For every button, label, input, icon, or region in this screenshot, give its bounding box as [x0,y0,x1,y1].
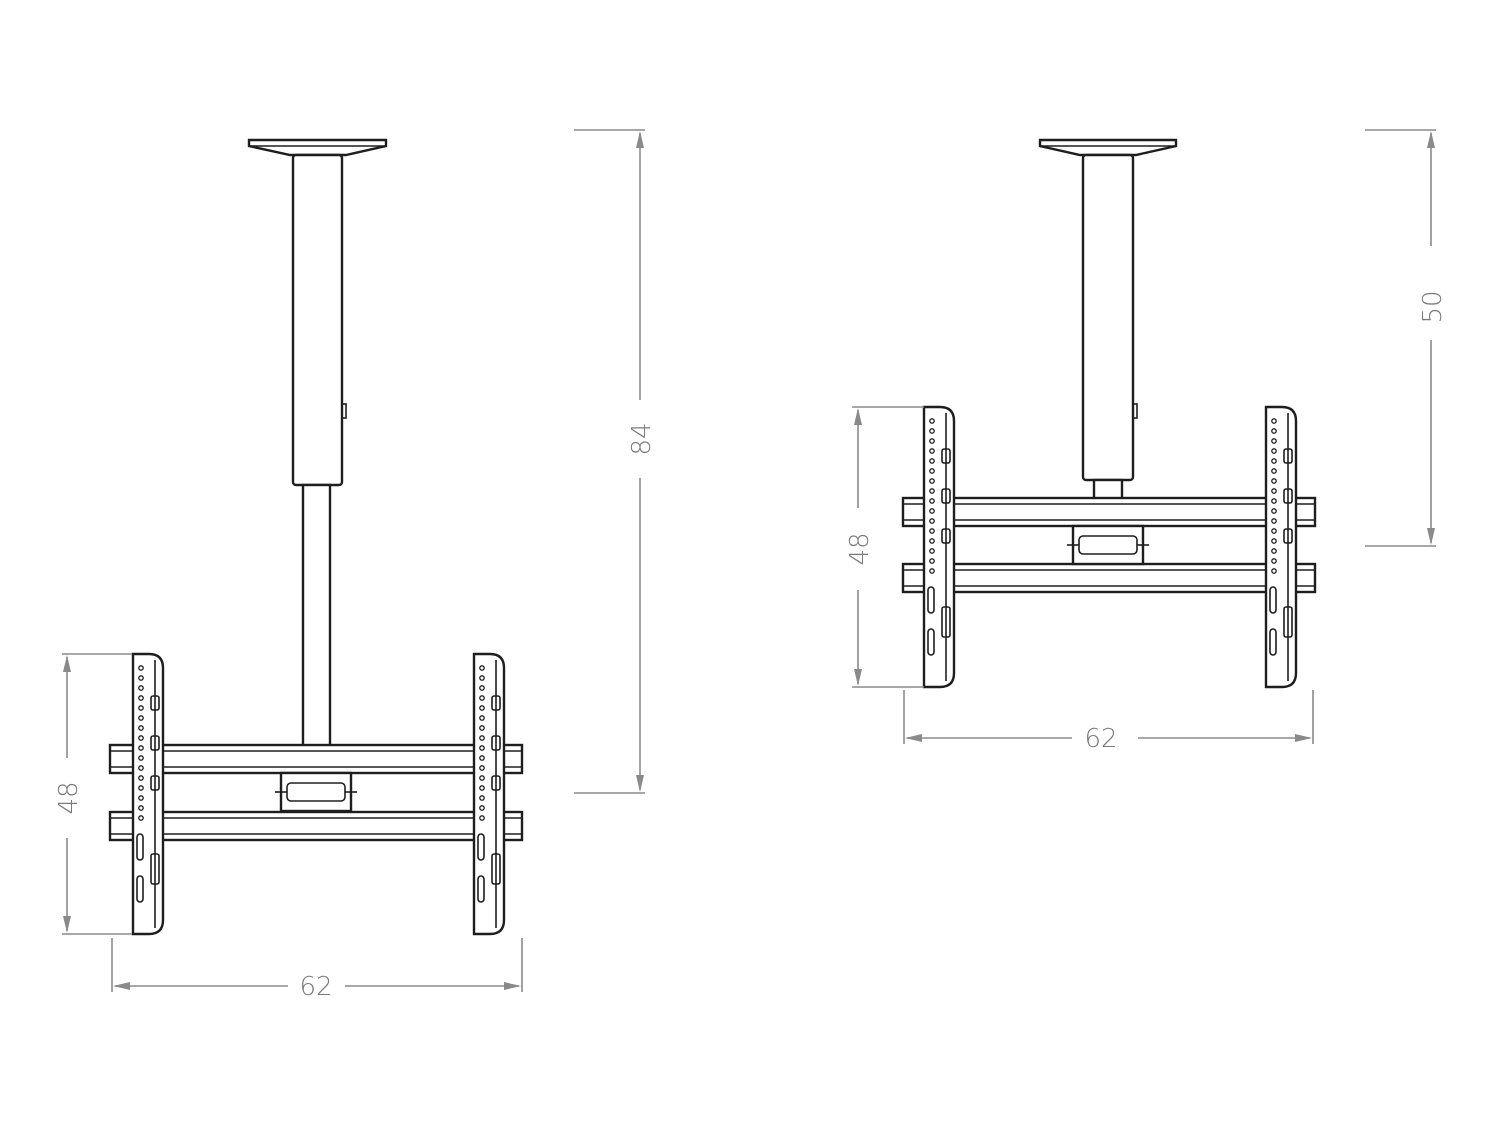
extended-mount-view: 84 48 62 [54,129,657,1002]
dimension-label-48: 48 [845,532,875,565]
dimension-height-84: 84 [574,129,657,794]
dimension-width-62: 62 [111,938,523,1002]
ceiling-plate [1038,138,1178,157]
dimension-label-62: 62 [1084,724,1117,754]
dimension-label-50: 50 [1418,290,1448,323]
dimension-label-84: 84 [627,422,657,455]
dimension-label-48: 48 [54,781,84,814]
retracted-mount-view: 50 48 62 [845,129,1448,754]
outer-tube [1081,153,1135,482]
dimension-bracket-height-48: 48 [845,406,924,688]
inner-tube [301,483,332,749]
dimension-label-62: 62 [299,972,332,1002]
dimension-height-50: 50 [1365,129,1448,547]
ceiling-plate [247,138,388,157]
dimension-bracket-height-48: 48 [54,653,132,935]
outer-tube [291,153,344,487]
dimension-width-62: 62 [903,690,1314,754]
